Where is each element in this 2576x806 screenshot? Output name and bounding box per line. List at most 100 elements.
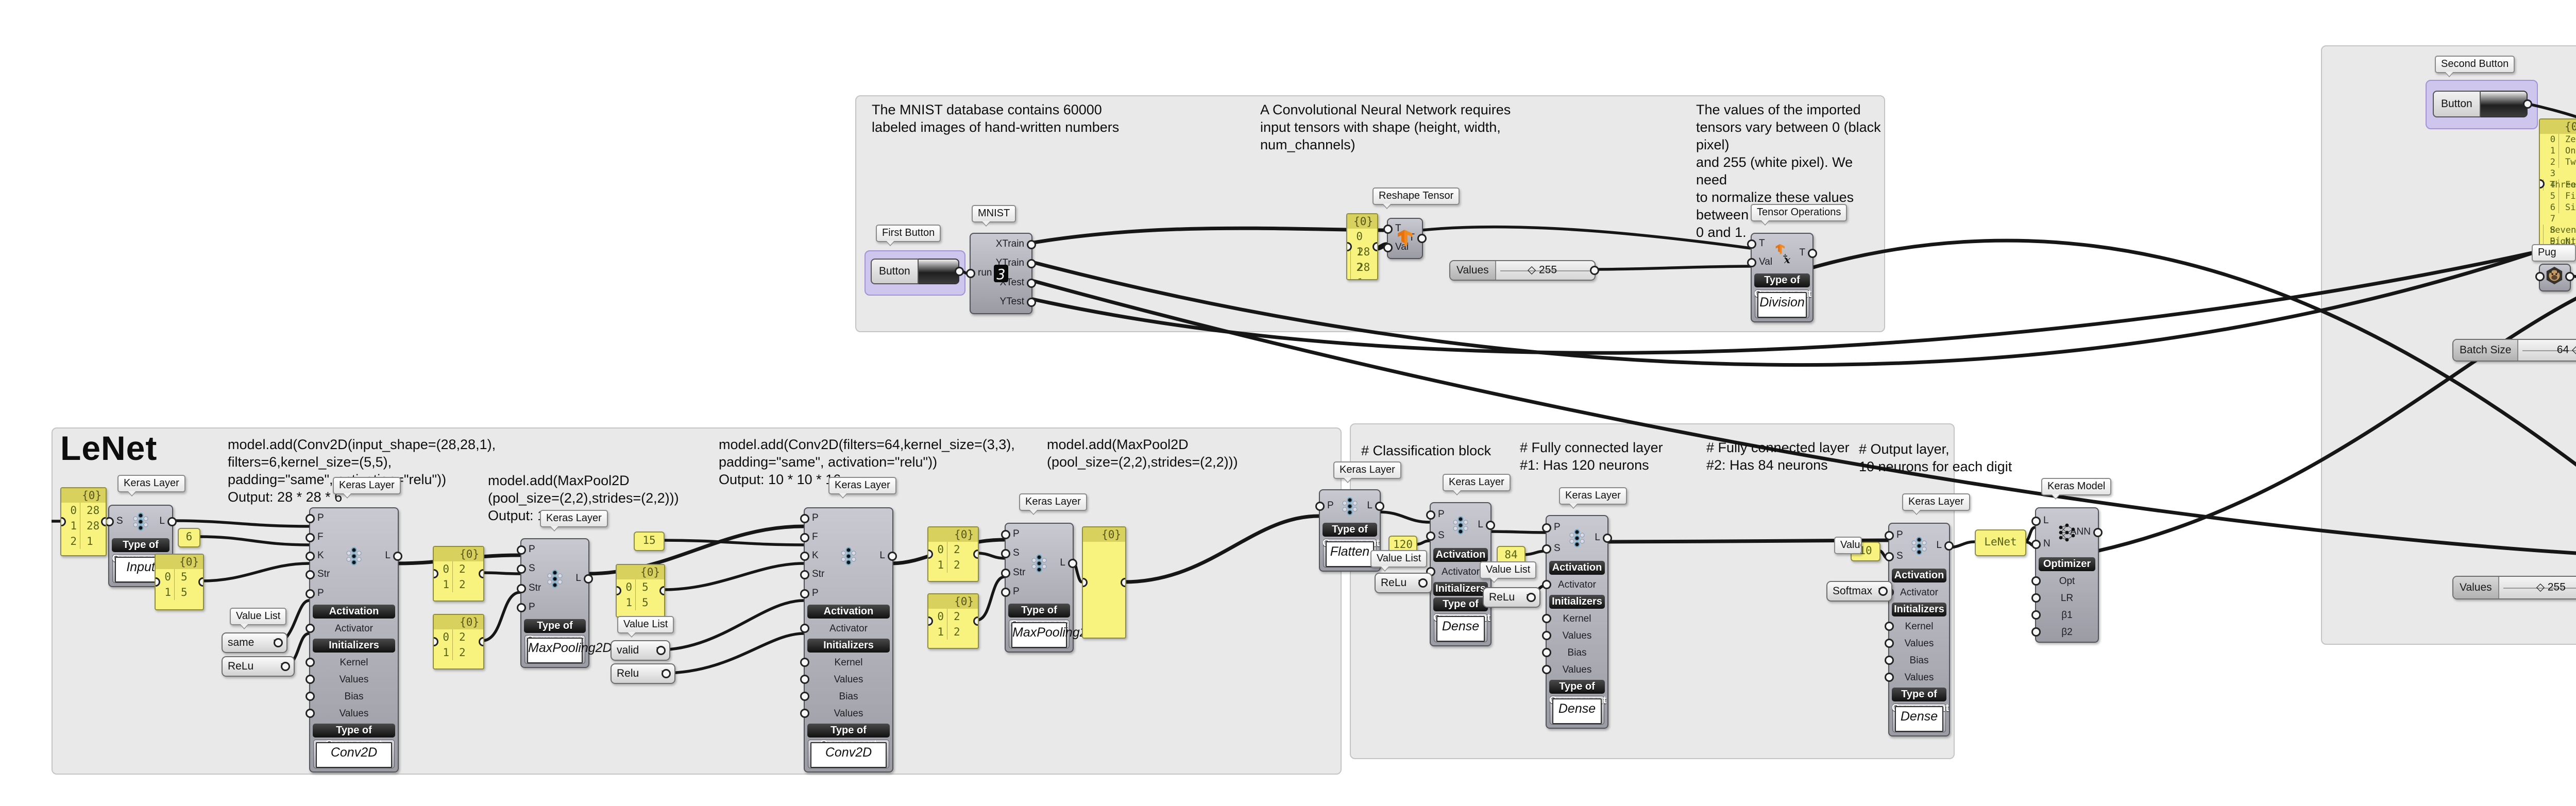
dropdown-Dense[interactable]: Dense — [1550, 696, 1604, 725]
port-in-β2[interactable] — [2031, 627, 2041, 637]
port-out-L[interactable] — [584, 574, 593, 584]
port-out[interactable] — [973, 616, 978, 626]
port-in-Activator[interactable] — [800, 624, 809, 633]
button-capsule[interactable] — [918, 259, 959, 284]
port-out[interactable] — [281, 662, 290, 671]
dropdown-Division[interactable]: Division — [1755, 289, 1809, 318]
valuelist-same[interactable]: same▼ — [222, 632, 287, 653]
port-in-Values[interactable] — [306, 709, 315, 718]
port-in[interactable] — [156, 577, 160, 587]
dropdown-MaxPooling2D[interactable]: MaxPooling2D — [1009, 620, 1096, 648]
port-in-P[interactable] — [800, 514, 809, 524]
port-out-L[interactable] — [1375, 502, 1384, 511]
port-in-Values[interactable] — [800, 709, 809, 718]
port-out-L[interactable] — [888, 552, 897, 561]
port-in-Values[interactable] — [306, 675, 315, 684]
port-in-S[interactable] — [1001, 549, 1010, 559]
port-out[interactable] — [2523, 99, 2532, 109]
port-in[interactable] — [2535, 272, 2545, 281]
port-out[interactable] — [973, 550, 978, 559]
port-in-F[interactable] — [306, 533, 315, 542]
port-out-L[interactable] — [393, 552, 402, 561]
port-out-L[interactable] — [167, 517, 177, 526]
port-in-P[interactable] — [1542, 523, 1551, 533]
dropdown-value[interactable]: Dense — [1552, 698, 1602, 724]
port-out[interactable] — [1590, 266, 1599, 275]
port-out[interactable] — [1527, 593, 1536, 602]
port-in-S[interactable] — [1542, 544, 1551, 554]
port-out-XTest[interactable] — [1027, 278, 1036, 288]
port-out-T[interactable] — [1417, 234, 1427, 243]
panel-model-name[interactable]: LeNet — [1975, 529, 2026, 556]
port-in-Values[interactable] — [1542, 631, 1551, 640]
port-in-Str[interactable] — [800, 570, 809, 580]
port-in-P[interactable] — [517, 603, 526, 613]
port-out-L[interactable] — [1486, 521, 1495, 530]
button-first[interactable]: Button — [871, 259, 964, 284]
port-in-Kernel[interactable] — [306, 658, 315, 667]
port-in-Values[interactable] — [800, 675, 809, 684]
port-in-Bias[interactable] — [1542, 648, 1551, 657]
port-out-L[interactable] — [1068, 559, 1077, 568]
port-out-L[interactable] — [1944, 541, 1954, 551]
port-in-Bias[interactable] — [306, 692, 315, 701]
port-in-Activator[interactable] — [1542, 580, 1551, 589]
dropdown-value[interactable]: Conv2D — [316, 742, 392, 768]
dropdown-value[interactable]: Conv2D — [810, 742, 887, 768]
valuelist-relu-1[interactable]: ReLu▼ — [222, 656, 295, 677]
port-out[interactable] — [479, 569, 483, 578]
port-in-P[interactable] — [306, 514, 315, 524]
port-in-P[interactable] — [306, 589, 315, 598]
panel-digit-names[interactable]: {0}0Zero1One2Two3Three4Four5Five6Six7Sev… — [2539, 118, 2576, 249]
port-in[interactable] — [61, 517, 66, 526]
port-in-LR[interactable] — [2031, 593, 2041, 603]
dropdown-value[interactable]: Dense — [1895, 706, 1943, 732]
port-in-Values[interactable] — [1885, 673, 1894, 682]
valuelist-relu-2[interactable]: Relu▼ — [611, 663, 675, 684]
port-in-S[interactable] — [517, 564, 526, 574]
port-in-Kernel[interactable] — [1885, 622, 1894, 631]
slider-track[interactable]: ◇ 255 — [2499, 577, 2576, 598]
port-out[interactable] — [101, 517, 106, 526]
valuelist-relu-3[interactable]: ReLu▼ — [1375, 573, 1432, 593]
port-in-P[interactable] — [1001, 529, 1010, 539]
port-in-P[interactable] — [1001, 588, 1010, 597]
port-in-K[interactable] — [800, 552, 809, 561]
port-out[interactable] — [479, 637, 483, 646]
dropdown-MaxPooling2D[interactable]: MaxPooling2D — [524, 635, 612, 664]
port-in-L[interactable] — [2031, 516, 2041, 526]
port-out[interactable] — [1418, 578, 1428, 588]
dropdown-Dense[interactable]: Dense — [1892, 704, 1946, 732]
port-in[interactable] — [1083, 578, 1088, 587]
dropdown-Dense[interactable]: Dense — [1434, 613, 1487, 642]
port-in-N[interactable] — [2031, 539, 2041, 549]
port-in[interactable] — [1347, 242, 1352, 251]
panel-flatten-data[interactable]: {0} — [1082, 526, 1126, 639]
port-out-ANN[interactable] — [2093, 528, 2103, 537]
port-out[interactable] — [198, 577, 203, 587]
dropdown-Conv2D[interactable]: Conv2D — [313, 740, 395, 768]
dropdown-value[interactable]: MaxPooling2D — [527, 638, 612, 663]
port-out[interactable] — [274, 638, 283, 647]
dropdown-Conv2D[interactable]: Conv2D — [808, 740, 889, 768]
port-in-run[interactable] — [966, 269, 975, 278]
port-in-Kernel[interactable] — [800, 658, 809, 667]
port-out-L[interactable] — [1603, 534, 1612, 543]
button-second[interactable]: Button — [2433, 91, 2532, 117]
slider-values-255-right[interactable]: Values◇ 255 — [2452, 576, 2576, 599]
